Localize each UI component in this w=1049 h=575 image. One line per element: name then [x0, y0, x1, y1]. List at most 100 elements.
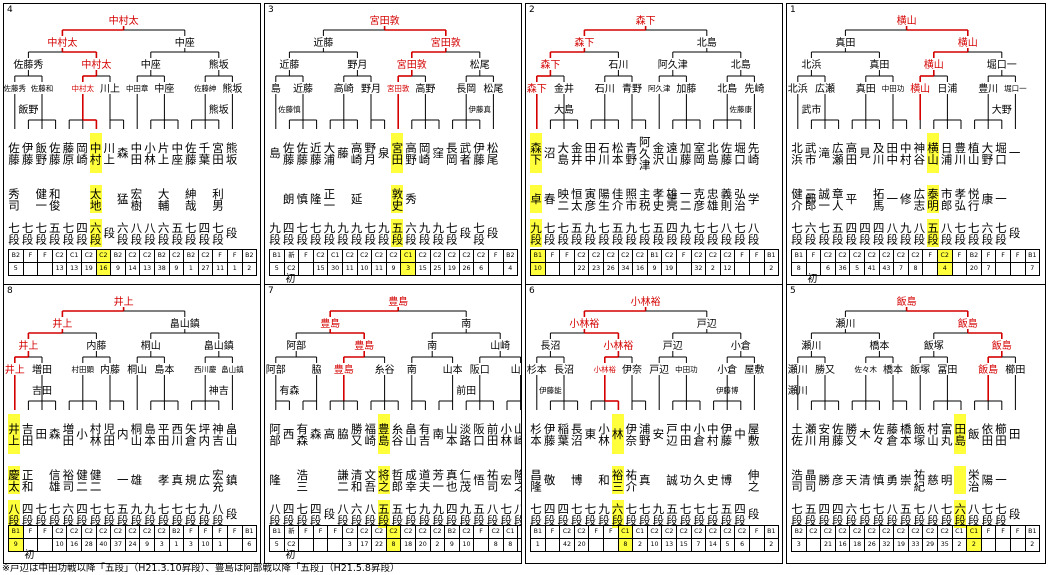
player-class-cell: F — [748, 525, 765, 539]
quarterfinal-name: 佐藤秀 — [13, 60, 44, 71]
player-rank: 七段 — [705, 221, 720, 245]
player-rank: 九段 — [651, 502, 666, 526]
player-given-name: 秀司 — [7, 187, 21, 211]
prelim-name: 武市 — [801, 105, 822, 116]
player-rank: 四段 — [20, 502, 35, 526]
player-given-name: 和 — [597, 474, 611, 486]
player-rank: 四段 — [733, 502, 747, 526]
player-score-cell: 2 — [241, 262, 258, 276]
player-rank: 五段 — [47, 221, 62, 245]
quarterfinal-name: 石川 — [608, 60, 629, 71]
round1-name: 横山 — [910, 84, 931, 95]
winner-name: 森下 — [635, 16, 656, 27]
player-surname: 近藤 — [308, 141, 323, 165]
player-rank: 六段 — [844, 502, 859, 526]
player-score-cell: 8 — [385, 538, 402, 552]
player-score-cell: 26 — [602, 262, 619, 276]
player-given-name: 敦史 — [390, 185, 404, 213]
player-score-cell: 37 — [110, 538, 126, 552]
player-rank: 六段 — [953, 500, 967, 528]
player-rank: 五段 — [390, 502, 405, 526]
player-given-name: 信雄 — [47, 468, 62, 492]
player-class-cell: C2 — [197, 249, 214, 263]
player-given-name — [859, 185, 871, 213]
semifinal-name: 小林裕 — [569, 319, 600, 330]
player-given-name: 康 — [980, 193, 995, 205]
round1-name: 中田章 — [125, 84, 149, 93]
quarterfinal-name: 森下 — [540, 60, 561, 71]
player-score-cell: 10 — [356, 262, 373, 276]
round1-name: 近藤 — [293, 84, 313, 95]
player-score-cell: 13 — [139, 262, 155, 276]
player-class-cell: F — [183, 525, 199, 539]
player-class-cell: B1 — [1024, 525, 1041, 539]
round1-name: 野月 — [361, 84, 381, 95]
player-given-name — [144, 466, 156, 494]
player-score-cell: 13 — [66, 262, 82, 276]
player-given-name — [198, 185, 210, 213]
player-surname: 山本 — [444, 422, 459, 446]
player-surname: 佐藤 — [7, 141, 21, 165]
player-rank: 七段 — [994, 221, 1008, 245]
player-score-cell: 9 — [646, 262, 663, 276]
player-surname: 畠山 — [224, 422, 239, 446]
player-rank: 九段 — [417, 221, 432, 245]
semifinal-name: 飯島 — [957, 319, 978, 330]
player-surname: 島本 — [143, 422, 157, 446]
player-rank: 段 — [1007, 508, 1022, 520]
player-given-name: 勝 — [817, 474, 832, 486]
player-rank: 九段 — [529, 219, 543, 247]
player-class-cell: C2 — [473, 249, 489, 263]
bracket-lines — [275, 26, 494, 129]
player-rank: 七段 — [183, 502, 198, 526]
player-score-cell: 16 — [834, 538, 851, 552]
round1-name: 戸辺 — [649, 365, 670, 376]
player-surname: 室岡 — [692, 141, 707, 165]
player-class-cell: F — [197, 525, 214, 539]
prelim-name: 飯野 — [18, 105, 39, 116]
player-surname: 井上 — [7, 414, 21, 454]
player-given-name: 修 — [898, 193, 913, 205]
player-rank: 八段 — [719, 221, 734, 245]
player-score-cell: 10 — [197, 538, 214, 552]
player-surname: 内 — [115, 428, 130, 440]
player-surname: 野月 — [363, 141, 378, 165]
player-rank: 五段 — [610, 221, 625, 245]
player-class-cell: C1 — [400, 249, 416, 263]
round1-name: 豊島 — [333, 365, 354, 376]
player-surname: 吉田 — [20, 422, 35, 446]
player-surname: 伊藤 — [20, 141, 35, 165]
round1-name: 堀口一 — [1004, 84, 1027, 93]
round1-name: 川上 — [100, 84, 120, 95]
quarterfinal-name: 中座 — [140, 60, 161, 71]
quarterfinal-name: 南 — [427, 341, 438, 352]
player-class-cell: F — [37, 525, 53, 539]
winner-name: 横山 — [896, 16, 917, 27]
player-class-cell: C2 — [878, 249, 895, 263]
player-class-cell: F — [805, 249, 822, 263]
quarterfinal-name: 山崎 — [490, 341, 511, 352]
player-class-cell: F — [226, 249, 243, 263]
player-surname: 佐藤 — [183, 141, 198, 165]
player-score-cell — [312, 538, 329, 552]
player-surname: 北島 — [705, 141, 720, 165]
player-rank: 七段 — [444, 221, 459, 245]
player-surname: 前田 — [485, 422, 500, 446]
player-surname: 大浦 — [322, 141, 337, 165]
player-class-cell: C2 — [907, 525, 924, 539]
player-class-cell: C2 — [371, 525, 387, 539]
quarterfinal-name: 中村太 — [81, 60, 112, 71]
player-score-cell: 21 — [820, 538, 836, 552]
player-score-cell: 22 — [371, 538, 387, 552]
player-rank: 八段 — [926, 502, 940, 526]
player-score-cell: 5 — [269, 262, 285, 276]
player-score-cell: 38 — [153, 262, 170, 276]
player-class-cell: C2 — [458, 249, 475, 263]
player-score-cell: 9 — [139, 538, 155, 552]
player-rank: 九段 — [583, 221, 598, 245]
player-surname: 勝又 — [844, 422, 859, 446]
